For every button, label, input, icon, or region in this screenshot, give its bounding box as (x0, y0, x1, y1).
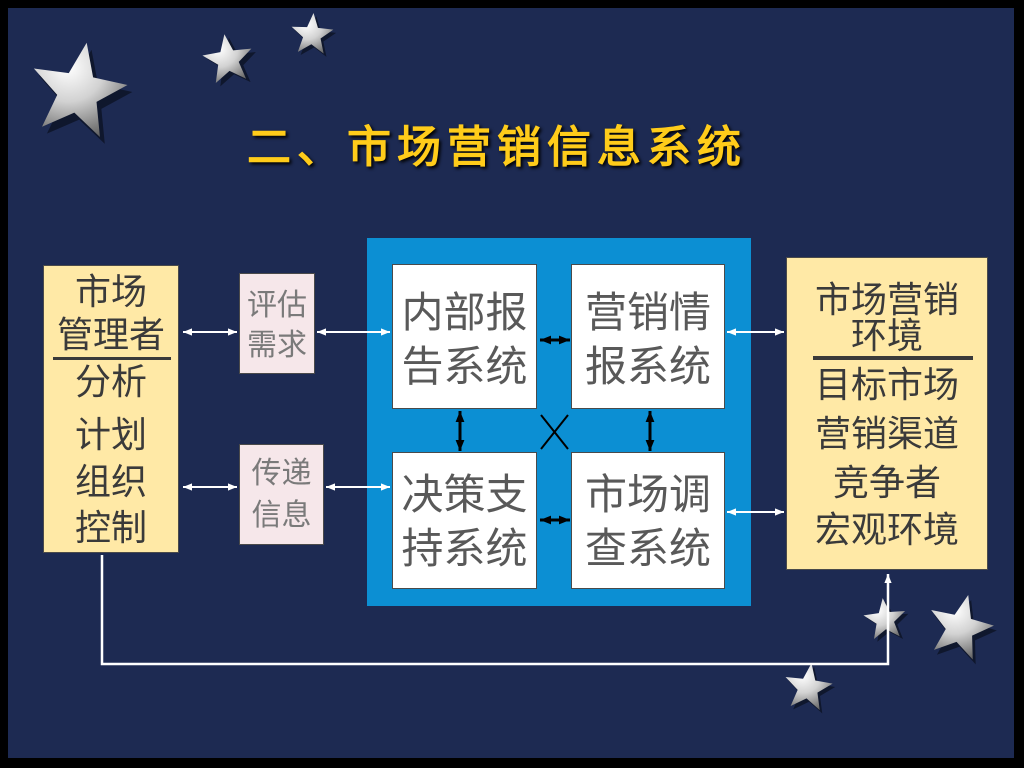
star-icon (24, 34, 139, 148)
decision-support-system-box: 决策支 持系统 (392, 452, 537, 589)
box-label-line: 告系统 (401, 342, 528, 391)
box-header-line: 管理者 (56, 315, 165, 356)
star-icon (289, 11, 338, 58)
marketing-environment-box: 市场营销 环境 目标市场 营销渠道 竞争者 宏观环境 (786, 257, 988, 570)
box-header-line: 市场 (74, 272, 147, 313)
box-list-item: 计划 (74, 415, 147, 456)
box-label-line: 内部报 (401, 288, 528, 337)
box-list-item: 控制 (74, 508, 147, 549)
star-icon (861, 595, 911, 643)
box-header-line: 市场营销 (814, 280, 959, 321)
box-label-line: 持系统 (401, 524, 528, 573)
assess-needs-box: 评估 需求 (239, 273, 315, 374)
box-label-line: 报系统 (584, 342, 711, 391)
box-label-line: 市场调 (584, 470, 711, 519)
box-label-line: 信息 (251, 498, 312, 533)
star-icon (199, 30, 260, 88)
box-label-line: 传递 (251, 456, 312, 491)
slide-title: 二、市场营销信息系统 (247, 122, 747, 173)
box-label-line: 查系统 (584, 524, 711, 573)
box-list-item: 营销渠道 (814, 414, 959, 455)
marketing-intelligence-system-box: 营销情 报系统 (571, 264, 725, 409)
distribute-information-box: 传递 信息 (239, 444, 324, 545)
internal-records-system-box: 内部报 告系统 (392, 264, 537, 409)
box-list-item: 目标市场 (814, 365, 959, 406)
box-list-item: 竞争者 (832, 463, 941, 504)
star-icon (921, 587, 1003, 668)
box-label-line: 评估 (247, 288, 307, 323)
box-header-line: 环境 (850, 316, 923, 357)
star-icon (781, 659, 838, 715)
box-label-line: 需求 (247, 328, 307, 363)
box-label-line: 营销情 (584, 288, 711, 337)
header-divider (813, 356, 973, 360)
marketing-research-system-box: 市场调 查系统 (571, 452, 725, 589)
box-list-item: 宏观环境 (814, 510, 959, 551)
box-label-line: 决策支 (401, 470, 528, 519)
header-divider (53, 357, 171, 360)
box-list-item: 组织 (74, 462, 147, 503)
marketing-managers-box: 市场 管理者 分析 计划 组织 控制 (43, 265, 179, 553)
box-list-item: 分析 (74, 362, 147, 403)
